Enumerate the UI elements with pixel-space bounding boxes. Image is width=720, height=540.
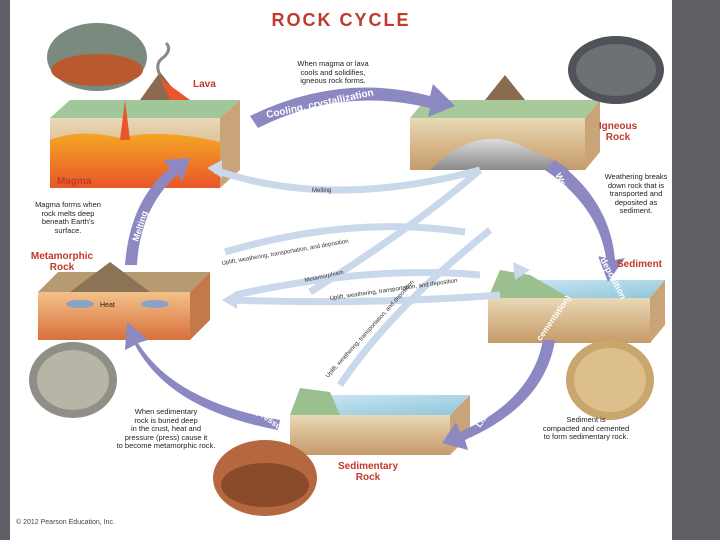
cycle-arrows — [125, 84, 625, 450]
metamorphism-note-line: rock is buried deep — [134, 415, 198, 425]
metamorphic-rock-label-line2: Rock — [49, 262, 75, 273]
sedimentary-rock-label-line2: Rock — [355, 472, 381, 483]
magma-note-line: Magma forms when — [35, 200, 101, 209]
sediment-note: Sediment is compacted and cemented to fo… — [530, 415, 642, 442]
heat-label: Heat — [100, 302, 115, 309]
metamorphic-block — [38, 262, 210, 340]
sediment-note-line: Sediment is — [566, 415, 606, 424]
sediment-block — [488, 270, 665, 343]
metamorphic-rock-label: Metamorphic Rock — [20, 251, 104, 273]
weathering-note: Weathering breaks down rock that is tran… — [600, 172, 672, 216]
sediment-label: Sediment — [617, 259, 663, 270]
rock-cycle-slide: { "title": "ROCK CYCLE", "stages": { "la… — [10, 0, 672, 540]
lava-label: Lava — [193, 79, 216, 90]
weathering-note-line: transported and — [609, 189, 663, 198]
metamorphism-note-line: in the crust, heat and — [130, 424, 202, 433]
metamorphism-note-line: When sedimentary — [134, 407, 198, 416]
sediment-note-line: to form sedimentary rock. — [543, 432, 629, 441]
igneous-note-line: igneous rock forms. — [300, 76, 366, 85]
magma-note-line: rock melts deep — [41, 208, 95, 218]
sediment-note-line: compacted and cemented — [542, 423, 630, 433]
sedimentary-block — [290, 388, 470, 455]
igneous-note: When magma or lava cools and solidifies,… — [278, 59, 388, 86]
inner-arrows — [213, 166, 501, 387]
weathering-note-line: Weathering breaks — [604, 172, 668, 181]
metamorphic-rock-label-line1: Metamorphic — [30, 251, 94, 262]
photo-thumbnails — [29, 23, 664, 516]
inner-arrowheads — [207, 160, 530, 309]
melting-inner-label: Melting — [312, 188, 331, 194]
weathering-note-line: sediment. — [619, 206, 653, 215]
weathering-note-line: deposited as — [614, 197, 658, 207]
sedimentary-rock-label-line1: Sedimentary — [337, 461, 399, 472]
copyright-text: © 2012 Pearson Education, Inc. — [16, 519, 115, 526]
magma-note-line: beneath Earth's — [41, 217, 95, 226]
magma-note: Magma forms when rock melts deep beneath… — [24, 200, 112, 235]
sedimentary-rock-label: Sedimentary Rock — [328, 461, 408, 483]
uplift-upper-label: Uplift, weathering, transportation, and … — [221, 239, 349, 267]
magma-note-line: surface. — [54, 225, 82, 235]
igneous-note-line: cools and solidifies, — [300, 67, 366, 77]
igneous-rock-label-line2: Rock — [605, 132, 631, 143]
metamorphism-note-line: pressure (press) cause it — [124, 432, 208, 442]
igneous-rock-label-line1: Igneous — [598, 121, 638, 132]
magma-label: Magma — [57, 176, 92, 187]
igneous-block — [410, 75, 600, 170]
diagram-title: ROCK CYCLE — [271, 10, 411, 30]
igneous-note-line: When magma or lava — [297, 59, 369, 68]
magma-block — [50, 41, 240, 188]
metamorphism-note-line: to become metamorphic rock. — [116, 441, 216, 450]
metamorphism-note: When sedimentary rock is buried deep in … — [102, 407, 230, 451]
rock-cycle-diagram: Cooling, crystallization Weathering tran… — [29, 23, 665, 516]
igneous-rock-label: Igneous Rock — [594, 121, 642, 143]
weathering-note-line: down rock that is — [607, 180, 665, 190]
